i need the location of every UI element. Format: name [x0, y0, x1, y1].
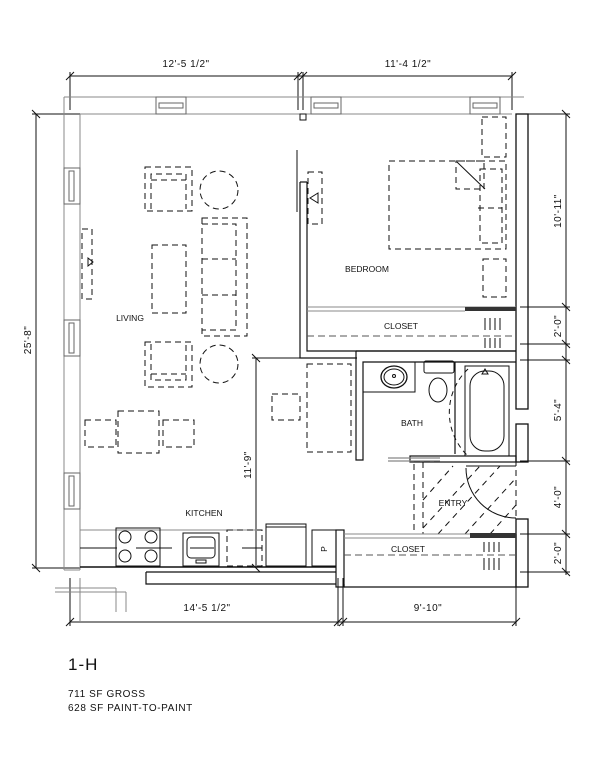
window-top-2	[310, 96, 342, 115]
entry-closet	[335, 529, 517, 588]
label-bath: BATH	[401, 418, 423, 428]
window-top-1	[155, 96, 187, 115]
window-left-2	[63, 319, 81, 357]
dim-right-bath: 5'-4"	[553, 399, 564, 421]
living-furniture	[81, 166, 352, 454]
dim-right-entry: 4'-0"	[553, 486, 564, 508]
gross-area: 711 SF GROSS	[68, 689, 146, 700]
kitchen-dishwasher	[226, 529, 263, 567]
label-entry-closet: CLOSET	[391, 544, 425, 554]
dim-kitchen-depth: 11'-9"	[243, 451, 254, 479]
label-bedroom: BEDROOM	[345, 264, 389, 274]
window-left-3	[63, 472, 81, 510]
label-entry: ENTRY	[439, 498, 468, 508]
dim-left-overall: 25'-8"	[23, 326, 34, 354]
label-kitchen: KITCHEN	[185, 508, 222, 518]
unit-title: 1-H	[68, 655, 99, 674]
label-pantry: P	[319, 546, 329, 552]
window-top-3	[469, 96, 501, 115]
window-left-1	[63, 167, 81, 205]
kitchen-stove	[115, 527, 172, 567]
bottom-wall	[145, 571, 345, 587]
tv-bedroom	[309, 192, 319, 204]
bath-toilet	[423, 360, 455, 403]
dim-bottom-left: 14'-5 1/2"	[183, 603, 230, 614]
dim-right-bedroom: 10'-11"	[553, 194, 564, 228]
pantry	[311, 529, 337, 567]
dimension-labels: 12'-5 1/2" 11'-4 1/2" 14'-5 1/2" 9'-10" …	[23, 59, 564, 614]
bedroom-furniture	[388, 116, 507, 298]
kitchen-dimension-line	[251, 353, 300, 573]
bedroom-closet	[307, 306, 516, 348]
paint-to-paint-area: 628 SF PAINT-TO-PAINT	[68, 703, 193, 714]
label-living: LIVING	[116, 313, 144, 323]
room-labels: LIVING BEDROOM CLOSET BATH ENTRY KITCHEN…	[116, 264, 468, 554]
kitchen-sink	[182, 532, 220, 567]
bath-sink	[362, 361, 416, 393]
kitchen-fridge	[265, 523, 307, 567]
left-dimension-line	[31, 109, 80, 573]
column	[299, 113, 307, 121]
label-bedroom-closet: CLOSET	[384, 321, 418, 331]
tv-left	[87, 256, 94, 268]
bottom-dimension-line	[65, 578, 521, 627]
dim-top-left: 12'-5 1/2"	[162, 59, 209, 70]
dim-right-entry-closet: 2'-0"	[553, 542, 564, 564]
dim-bottom-right: 9'-10"	[414, 603, 442, 614]
dim-right-bedroom-closet: 2'-0"	[553, 315, 564, 337]
bath-tub	[448, 365, 510, 457]
bath-walls	[355, 350, 517, 463]
top-dimension-line	[65, 71, 517, 110]
right-walls	[515, 113, 529, 588]
dim-top-right: 11'-4 1/2"	[385, 59, 431, 70]
